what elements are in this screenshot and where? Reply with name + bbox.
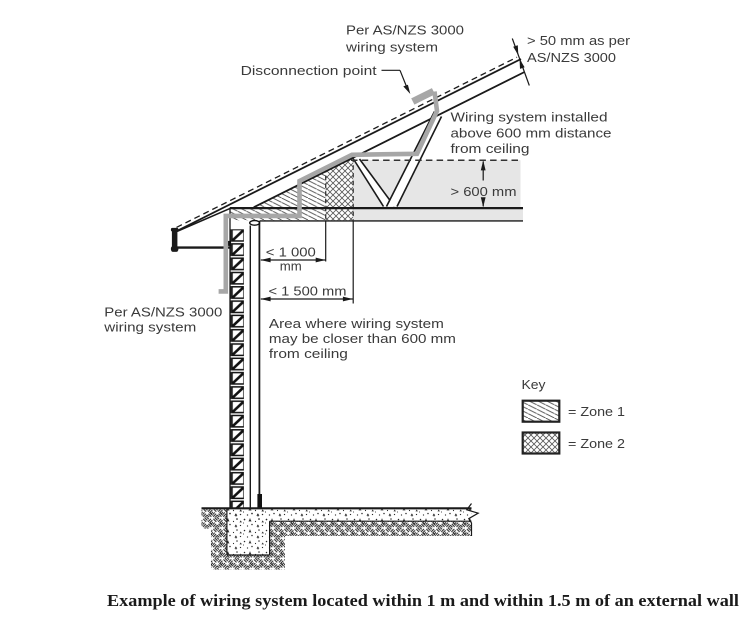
- svg-text:AS/NZS 3000: AS/NZS 3000: [527, 50, 616, 65]
- svg-text:from ceiling: from ceiling: [269, 346, 348, 361]
- svg-text:Per AS/NZS 3000: Per AS/NZS 3000: [104, 305, 222, 320]
- svg-text:wiring system: wiring system: [345, 40, 438, 55]
- svg-text:from ceiling: from ceiling: [451, 141, 530, 156]
- svg-text:Wiring system installed: Wiring system installed: [451, 110, 608, 125]
- svg-text:mm: mm: [280, 259, 302, 274]
- svg-text:< 1 500 mm: < 1 500 mm: [269, 284, 347, 299]
- svg-text:> 50 mm as per: > 50 mm as per: [527, 33, 631, 48]
- svg-text:= Zone 1: = Zone 1: [568, 404, 625, 419]
- svg-text:Area where wiring system: Area where wiring system: [269, 316, 444, 331]
- svg-text:above 600 mm distance: above 600 mm distance: [451, 126, 612, 141]
- svg-text:> 600 mm: > 600 mm: [451, 184, 517, 199]
- svg-text:may be closer than 600 mm: may be closer than 600 mm: [269, 331, 456, 346]
- svg-text:Per AS/NZS 3000: Per AS/NZS 3000: [346, 23, 464, 38]
- svg-text:Disconnection point: Disconnection point: [241, 63, 377, 78]
- svg-text:= Zone 2: = Zone 2: [568, 436, 625, 451]
- svg-text:Example of wiring system locat: Example of wiring system located within …: [107, 591, 739, 610]
- svg-text:wiring system: wiring system: [103, 320, 196, 335]
- svg-text:< 1 000: < 1 000: [266, 245, 316, 260]
- svg-text:Key: Key: [522, 377, 547, 392]
